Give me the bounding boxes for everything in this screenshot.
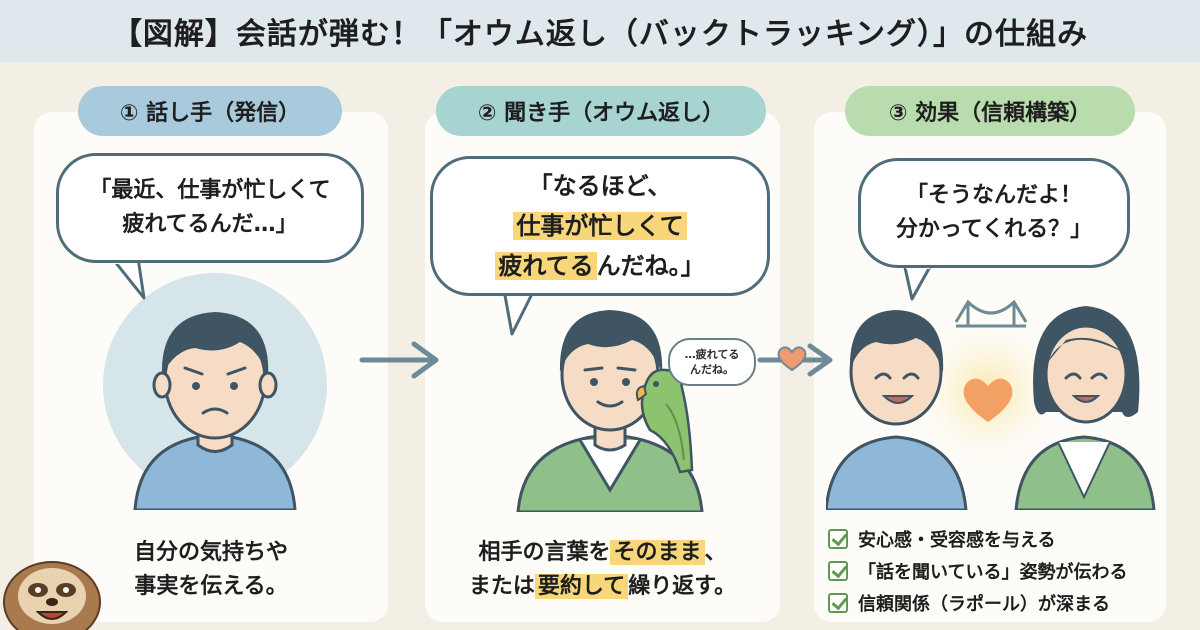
caption-text: 相手の言葉を: [478, 540, 611, 565]
effect-item: 信頼関係（ラポール）が深まる: [828, 587, 1168, 619]
listener-illustration: [516, 310, 704, 512]
step-3-label: ③ 効果（信頼構築）: [845, 86, 1135, 136]
speech-line: 「なるほど、: [528, 172, 672, 200]
arrow-heart-icon: [757, 343, 833, 377]
effect-speech-bubble: 「そうなんだよ！ 分かってくれる？」: [858, 158, 1130, 268]
highlight: 要約して: [534, 574, 629, 599]
step-1-label: ① 話し手（発信）: [78, 86, 342, 136]
listener-speech-bubble: 「なるほど、 仕事が忙しくて 疲れてるんだね。」: [430, 156, 770, 296]
speech-line: 疲れてるんだ…」: [122, 212, 298, 237]
speech-line: 「最近、仕事が忙しくて: [89, 178, 331, 203]
connected-people-illustration: [826, 299, 1156, 510]
effect-text: 「話を聞いている」姿勢が伝わる: [858, 562, 1128, 583]
effect-item: 安心感・受容感を与える: [828, 523, 1168, 555]
bridge-icon: [954, 299, 1028, 328]
speaker-illustration: [103, 273, 327, 510]
caption-text: 繰り返す。: [628, 574, 737, 599]
speech-text: んだね。」: [596, 252, 705, 280]
checkbox-icon: [828, 561, 848, 581]
speech-line: 分かってくれる？」: [895, 217, 1093, 242]
speech-bubble-3-tail: [902, 263, 934, 301]
page-title: 【図解】会話が弾む！「オウム返し（バックトラッキング）」の仕組み: [111, 17, 1089, 52]
caption-line: 事実を伝える。: [134, 574, 288, 599]
speech-line: 「そうなんだよ！: [905, 183, 1082, 208]
caption-line: 自分の気持ちや: [133, 540, 288, 565]
effect-text: 信頼関係（ラポール）が深まる: [858, 594, 1110, 615]
effect-text: 安心感・受容感を与える: [858, 530, 1056, 551]
parrot-speech-bubble: …疲れてる んだね。: [668, 338, 756, 386]
checkbox-icon: [828, 593, 848, 613]
caption-line: または要約して繰り返す。: [425, 570, 780, 604]
sloth-mascot-icon: [3, 561, 101, 630]
step-2-label: ② 聞き手（オウム返し）: [436, 86, 766, 136]
parrot-line: んだね。: [690, 363, 734, 376]
caption-line: 相手の言葉をそのまま、: [425, 536, 780, 570]
parrot-line: …疲れてる: [684, 348, 740, 361]
effects-list: 安心感・受容感を与える 「話を聞いている」姿勢が伝わる 信頼関係（ラポール）が深…: [828, 523, 1168, 619]
speaker-speech-bubble: 「最近、仕事が忙しくて 疲れてるんだ…」: [56, 153, 364, 263]
parrot-icon: [635, 368, 694, 474]
arrow-right-icon: [359, 341, 439, 379]
checkbox-icon: [828, 529, 848, 549]
speech-line: 仕事が忙しくて: [513, 206, 687, 246]
highlight: 疲れてる: [495, 252, 597, 280]
highlight: 仕事が忙しくて: [513, 212, 687, 240]
step-2-caption: 相手の言葉をそのまま、 または要約して繰り返す。: [425, 536, 780, 604]
title-bar: 【図解】会話が弾む！「オウム返し（バックトラッキング）」の仕組み: [0, 0, 1200, 62]
speech-line: 疲れてるんだね。」: [495, 246, 705, 286]
speech-bubble-2-tail: [502, 290, 536, 336]
caption-text: 、: [704, 540, 727, 565]
step-1-caption: 自分の気持ちや 事実を伝える。: [34, 536, 388, 604]
caption-text: または: [468, 574, 535, 599]
effect-item: 「話を聞いている」姿勢が伝わる: [828, 555, 1168, 587]
speech-bubble-1-tail: [110, 258, 146, 300]
highlight: そのまま: [610, 540, 705, 565]
